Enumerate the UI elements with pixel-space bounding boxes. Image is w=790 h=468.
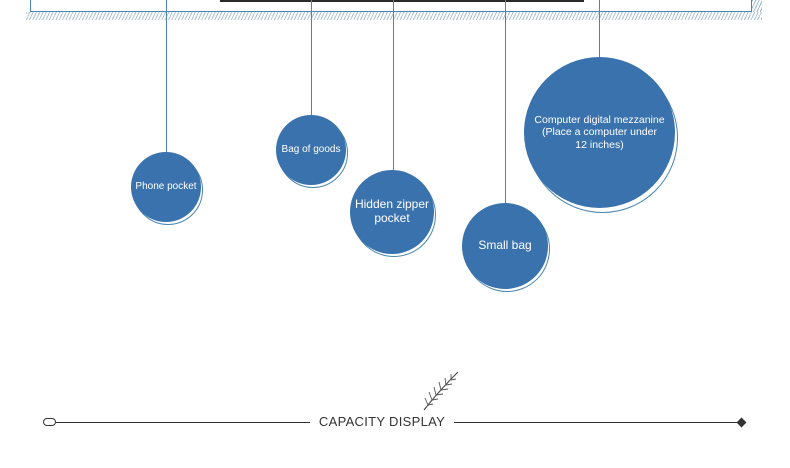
bubble-fill: Computer digital mezzanine (Place a comp… bbox=[524, 57, 675, 208]
bubble-fill: Phone pocket bbox=[131, 152, 201, 222]
diamond-cap-icon bbox=[737, 418, 747, 428]
bubble-label-line1: Computer digital mezzanine bbox=[534, 114, 664, 126]
capacity-display-header: CAPACITY DISPLAY bbox=[40, 410, 752, 436]
bubble-fill: Hidden zipper pocket bbox=[350, 170, 434, 254]
bubble-bag-of-goods: Bag of goods bbox=[276, 115, 350, 189]
string-bag-of-goods bbox=[311, 0, 312, 116]
bubble-label-line1: Hidden zipper bbox=[355, 198, 429, 212]
divider-left bbox=[56, 422, 310, 423]
bubble-label: Small bag bbox=[478, 239, 531, 253]
divider-right bbox=[454, 422, 740, 423]
top-image-edge bbox=[220, 0, 584, 2]
leaf-sprig-icon bbox=[416, 368, 464, 412]
bubble-fill: Small bag bbox=[462, 203, 548, 289]
bubble-computer-mezzanine: Computer digital mezzanine (Place a comp… bbox=[524, 57, 680, 213]
hatched-border-corner bbox=[752, 0, 762, 12]
section-title: CAPACITY DISPLAY bbox=[310, 414, 454, 429]
string-computer bbox=[599, 0, 600, 58]
pill-cap-icon bbox=[43, 418, 56, 426]
string-phone-pocket bbox=[166, 0, 167, 153]
bubble-label-line2: pocket bbox=[355, 212, 429, 226]
hatched-border bbox=[26, 12, 762, 20]
bubble-label-line2: (Place a computer under bbox=[534, 126, 664, 138]
bubble-label: Phone pocket bbox=[135, 181, 196, 193]
string-hidden-zipper bbox=[393, 0, 394, 171]
bubble-small-bag: Small bag bbox=[462, 203, 552, 293]
string-small-bag bbox=[505, 0, 506, 204]
bubble-hidden-zipper-pocket: Hidden zipper pocket bbox=[350, 170, 438, 258]
bubble-label: Bag of goods bbox=[282, 144, 341, 156]
bubble-fill: Bag of goods bbox=[276, 115, 346, 185]
bubble-label-line3: 12 inches) bbox=[534, 139, 664, 151]
bubble-phone-pocket: Phone pocket bbox=[131, 152, 205, 226]
